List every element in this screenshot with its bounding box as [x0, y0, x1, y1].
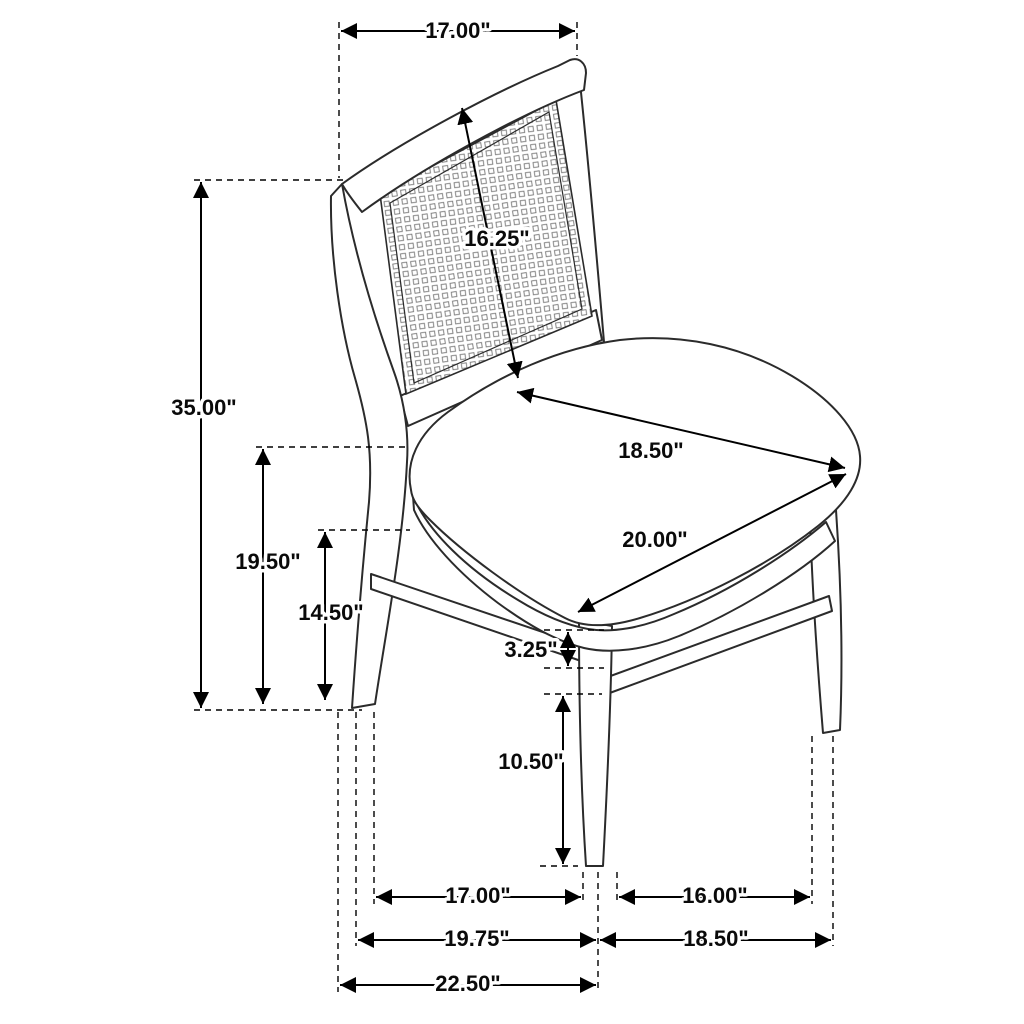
dim-label-base-front-width: 19.75": [444, 926, 509, 951]
dim-label-back-top-width: 17.00": [425, 18, 490, 43]
dim-label-seat-width: 20.00": [622, 527, 687, 552]
dim-arrow-seat-width: [577, 473, 847, 613]
dimension-labels: 17.00" 16.25" 35.00" 19.50" 14.50" 18.50…: [168, 15, 752, 1000]
dim-label-leg-to-stretcher: 14.50": [298, 600, 363, 625]
dim-label-seat-depth: 18.50": [618, 438, 683, 463]
dim-label-back-panel-diagonal: 16.25": [464, 226, 529, 251]
chair-illustration: [329, 58, 862, 867]
dim-arrow-back-panel-diagonal: [457, 107, 523, 379]
dim-label-side-leg-spacing: 16.00": [682, 883, 747, 908]
dim-label-stretcher-thickness: 3.25": [504, 637, 557, 662]
dimension-arrows: [193, 23, 847, 993]
extension-lines: [194, 22, 834, 992]
dim-label-front-leg-spacing: 17.00": [445, 883, 510, 908]
dim-label-leg-below-stretcher: 10.50": [498, 749, 563, 774]
chair-left-stile-and-leg: [329, 183, 409, 709]
dim-label-overall-depth: 22.50": [435, 971, 500, 996]
dim-label-seat-height: 19.50": [235, 549, 300, 574]
dim-label-overall-height: 35.00": [171, 395, 236, 420]
dim-label-base-side-depth: 18.50": [683, 926, 748, 951]
chair-front-leg: [578, 619, 613, 867]
dim-arrow-seat-depth: [516, 387, 846, 473]
